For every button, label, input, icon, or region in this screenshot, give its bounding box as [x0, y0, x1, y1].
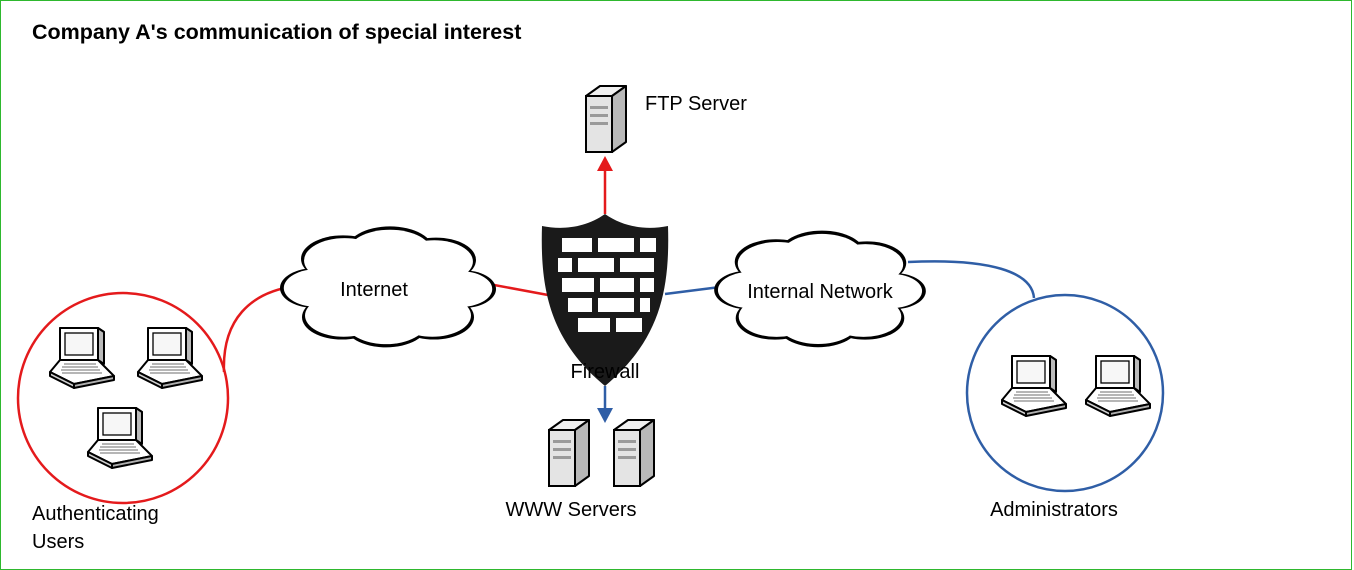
cloud-icon: [280, 226, 496, 348]
laptop-icon: [87, 407, 153, 469]
server-icon: [548, 419, 590, 487]
link-internal-network-administrators: [907, 260, 1036, 299]
arrow-to-www-servers: [597, 408, 613, 423]
server-icon: [613, 419, 655, 487]
laptop-icon: [49, 327, 115, 389]
ftp-server-label: FTP Server: [645, 93, 747, 115]
firewall-shield-icon: [541, 214, 669, 386]
authenticating-users-group: [16, 291, 230, 505]
link-users-internet: [222, 284, 297, 373]
authenticating-users-label-line1: Authenticating: [32, 503, 159, 525]
diagram-title: Company A's communication of special int…: [32, 20, 522, 44]
firewall-label: Firewall: [571, 361, 640, 383]
administrators-group: [965, 293, 1165, 493]
internet-label: Internet: [340, 279, 408, 301]
laptop-icon: [1001, 355, 1067, 417]
laptop-icon: [137, 327, 203, 389]
ftp-server-icon: [585, 85, 627, 153]
administrators-label: Administrators: [990, 499, 1118, 521]
authenticating-users-label-line2: Users: [32, 531, 84, 553]
arrow-to-ftp-server: [597, 156, 613, 171]
www-servers-label: WWW Servers: [505, 499, 636, 521]
cloud-icon: [714, 230, 926, 348]
laptop-icon: [1085, 355, 1151, 417]
internal-network-label: Internal Network: [747, 281, 894, 303]
